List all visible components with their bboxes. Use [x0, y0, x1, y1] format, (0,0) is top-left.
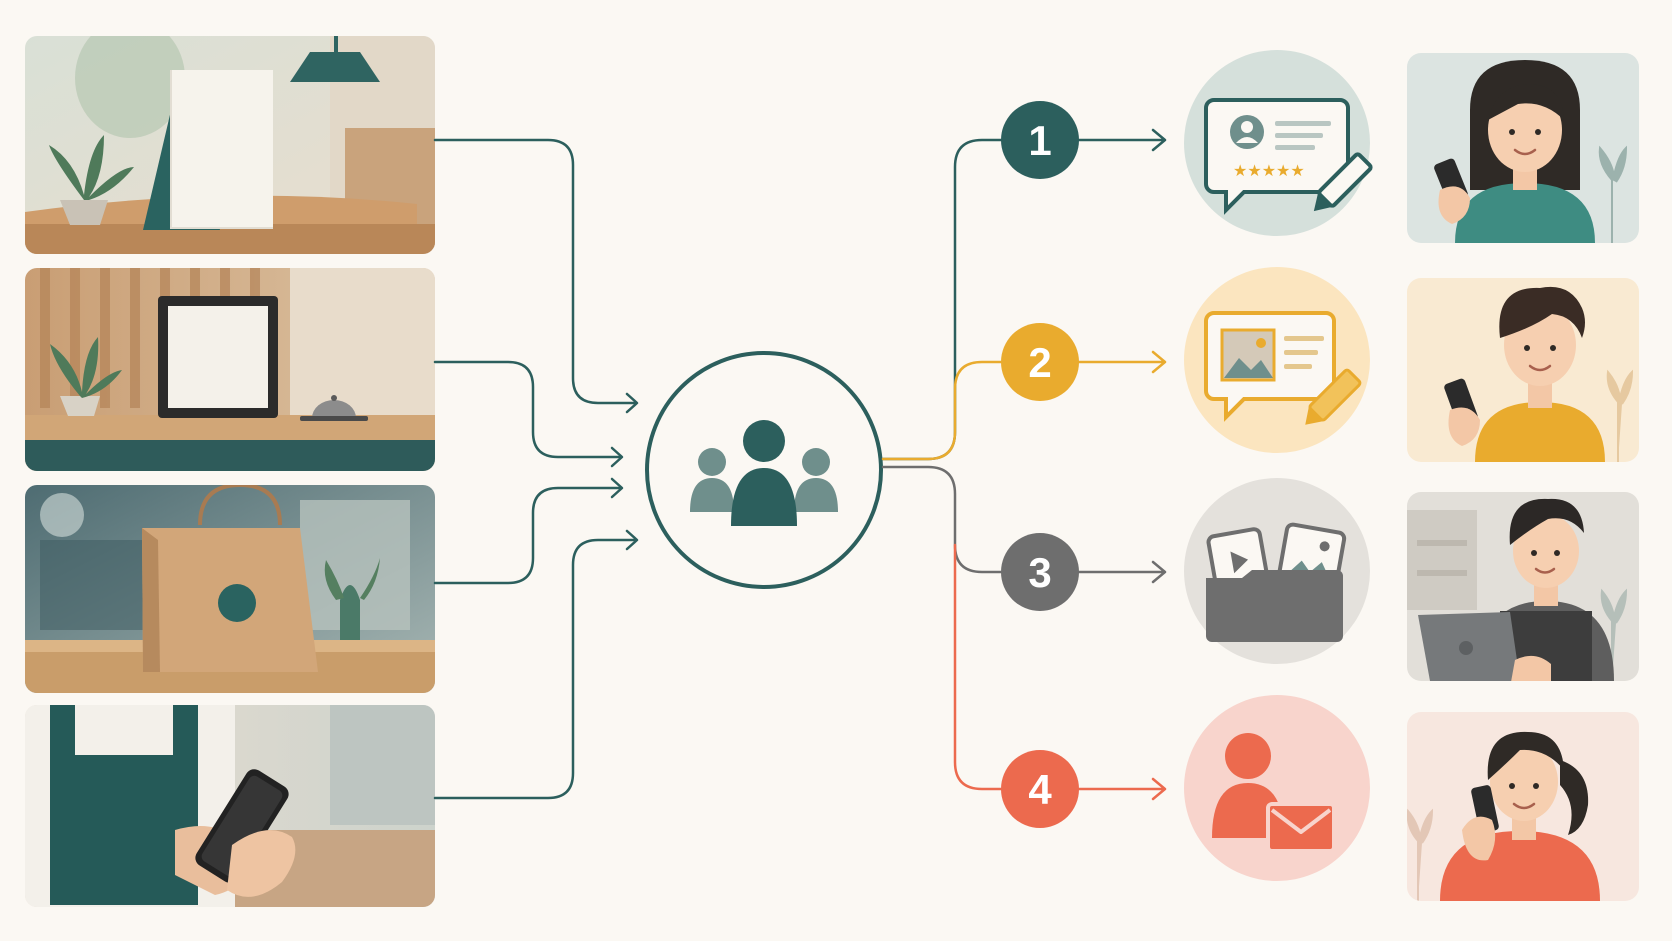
man-with-phone-photo	[1407, 278, 1639, 462]
step-number-1: 1	[1028, 117, 1051, 164]
woman-with-phone-photo	[1407, 53, 1639, 243]
step-badge-1: 1	[1001, 101, 1079, 179]
connector-source-2	[433, 360, 622, 459]
connector-source-4	[433, 538, 637, 800]
branch-3	[881, 465, 1003, 574]
step-number-4: 4	[1028, 766, 1052, 813]
counter-photo-frame-photo	[25, 268, 435, 471]
step-number-2: 2	[1028, 339, 1051, 386]
branch-2	[881, 360, 1003, 461]
rating-stars: ★★★★★	[1233, 161, 1305, 180]
arrowhead-1	[625, 392, 639, 414]
review-rating-icon: ★★★★★	[1184, 50, 1373, 236]
contact-message-icon	[1184, 695, 1370, 881]
arrowhead-3	[610, 477, 624, 499]
arrow-4	[1077, 777, 1167, 801]
step-number-3: 3	[1028, 549, 1051, 596]
paper-shopping-bag-photo	[25, 485, 435, 693]
photo-post-icon	[1184, 267, 1370, 453]
media-folder-icon	[1184, 478, 1370, 664]
step-badge-3: 3	[1001, 533, 1079, 611]
branch-4	[953, 543, 1003, 791]
arrowhead-2	[610, 446, 624, 468]
step-badge-4: 4	[1001, 750, 1079, 828]
arrow-1	[1077, 128, 1167, 152]
connector-source-3	[433, 486, 622, 585]
woman-on-phone-call-photo	[1407, 712, 1639, 901]
connector-source-1	[433, 138, 637, 405]
arrow-2	[1077, 350, 1167, 374]
table-tent-card-photo	[25, 36, 435, 254]
staff-with-laptop-photo	[1407, 492, 1639, 681]
arrow-3	[1077, 560, 1167, 584]
hub-circle	[645, 351, 883, 589]
branch-1	[881, 138, 1003, 461]
staff-phone-photo	[25, 705, 435, 907]
arrowhead-4	[625, 529, 639, 551]
customer-group-icon	[690, 420, 838, 526]
step-badge-2: 2	[1001, 323, 1079, 401]
